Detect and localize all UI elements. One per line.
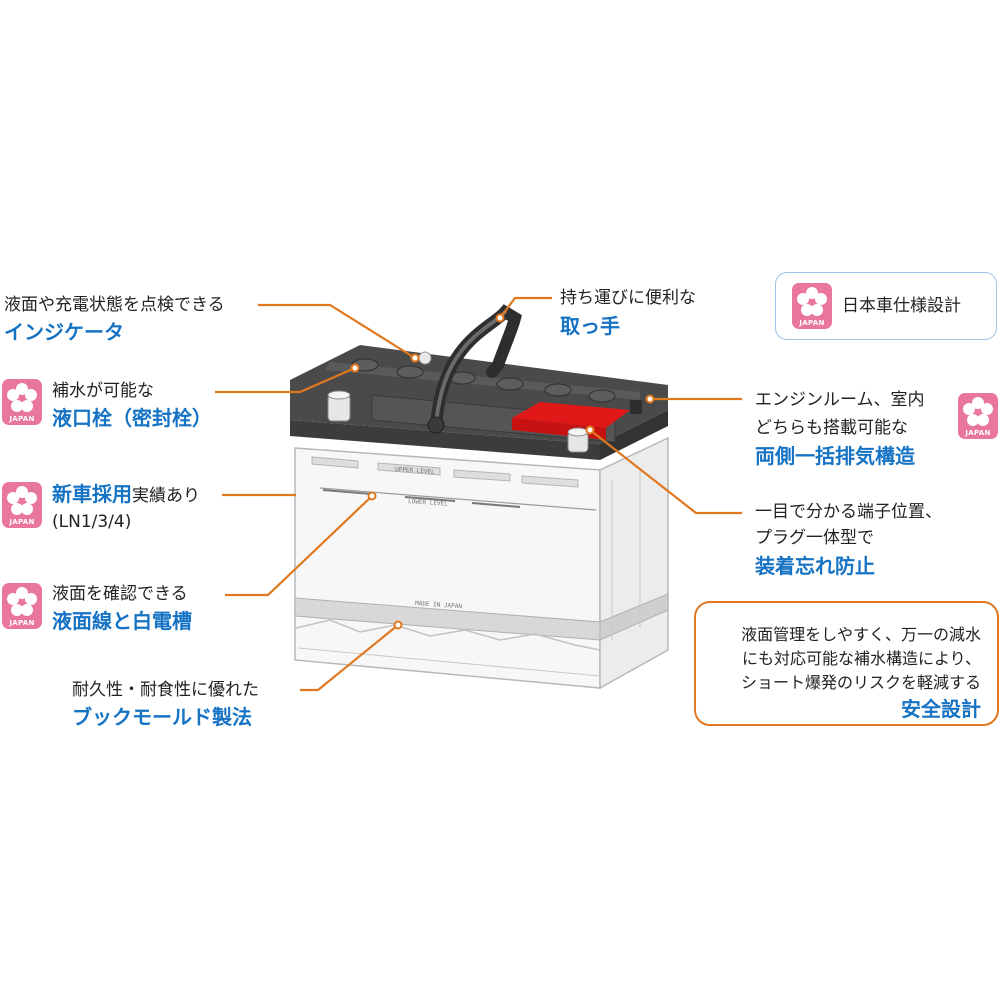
vent-japan-badge-icon: JAPAN <box>958 393 998 439</box>
adoption-strong: 新車採用 <box>52 482 132 506</box>
handle-title: 取っ手 <box>560 314 620 338</box>
safety-line-2: にも対応可能な補水構造により、 <box>741 649 981 668</box>
vent-caption-2: どちらも搭載可能な <box>755 418 908 438</box>
terminal-caption-1: 一目で分かる端子位置、 <box>755 502 942 522</box>
battery-case <box>294 436 669 690</box>
level-title: 液面線と白電槽 <box>52 609 192 633</box>
handle-caption: 持ち運びに便利な <box>560 288 696 308</box>
indicator-title: インジケータ <box>4 320 124 344</box>
leader-plug <box>215 366 356 394</box>
safety-line-1: 液面管理をしやすく、万一の減水 <box>741 625 981 644</box>
leader-indicator <box>258 303 416 359</box>
battery-case-labels: UPPER LEVEL LOWER LEVEL MADE IN JAPAN <box>395 466 463 610</box>
level-caption: 液面を確認できる <box>52 584 188 604</box>
terminal-caption-2: プラグ一体型で <box>755 528 874 548</box>
safety-line-3: ショート爆発のリスクを軽減する <box>740 673 981 692</box>
terminals <box>327 390 589 453</box>
plug-japan-badge-icon: JAPAN <box>2 379 42 425</box>
level-japan-badge-icon: JAPAN <box>2 583 42 629</box>
terminal-title: 装着忘れ防止 <box>755 554 875 578</box>
leader-mold <box>300 624 399 692</box>
japan-spec-box: JAPAN 日本車仕様設計 <box>775 272 997 340</box>
mold-caption: 耐久性・耐食性に優れた <box>72 680 259 700</box>
mold-title: ブックモールド製法 <box>72 705 252 729</box>
lower-level-text: LOWER LEVEL <box>408 498 449 508</box>
vent-title: 両側一括排気構造 <box>755 444 915 468</box>
upper-level-text: UPPER LEVEL <box>395 466 436 476</box>
japan-spec-label: 日本車仕様設計 <box>842 296 961 316</box>
leader-dots <box>350 313 655 630</box>
safety-design-box: 液面管理をしやすく、万一の減水 にも対応可能な補水構造により、 ショート爆発のリ… <box>694 601 999 726</box>
adoption-japan-badge-icon: JAPAN <box>2 482 42 528</box>
made-in-japan-text: MADE IN JAPAN <box>415 600 463 610</box>
adoption-caption: 新車採用実績あり <box>52 482 200 506</box>
adoption-models: (LN1/3/4) <box>52 512 132 532</box>
leader-lines <box>215 296 742 692</box>
leader-terminal <box>589 429 742 515</box>
plug-caption: 補水が可能な <box>52 381 154 401</box>
leader-handle <box>499 296 552 319</box>
japan-badge-icon: JAPAN <box>792 283 832 329</box>
plug-title: 液口栓（密封栓） <box>52 406 212 430</box>
leader-level <box>225 495 373 597</box>
adoption-rest: 実績あり <box>132 486 200 506</box>
vent-caption-1: エンジンルーム、室内 <box>755 390 925 410</box>
indicator-caption: 液面や充電状態を点検できる <box>4 295 225 315</box>
safety-title: 安全設計 <box>901 697 981 721</box>
